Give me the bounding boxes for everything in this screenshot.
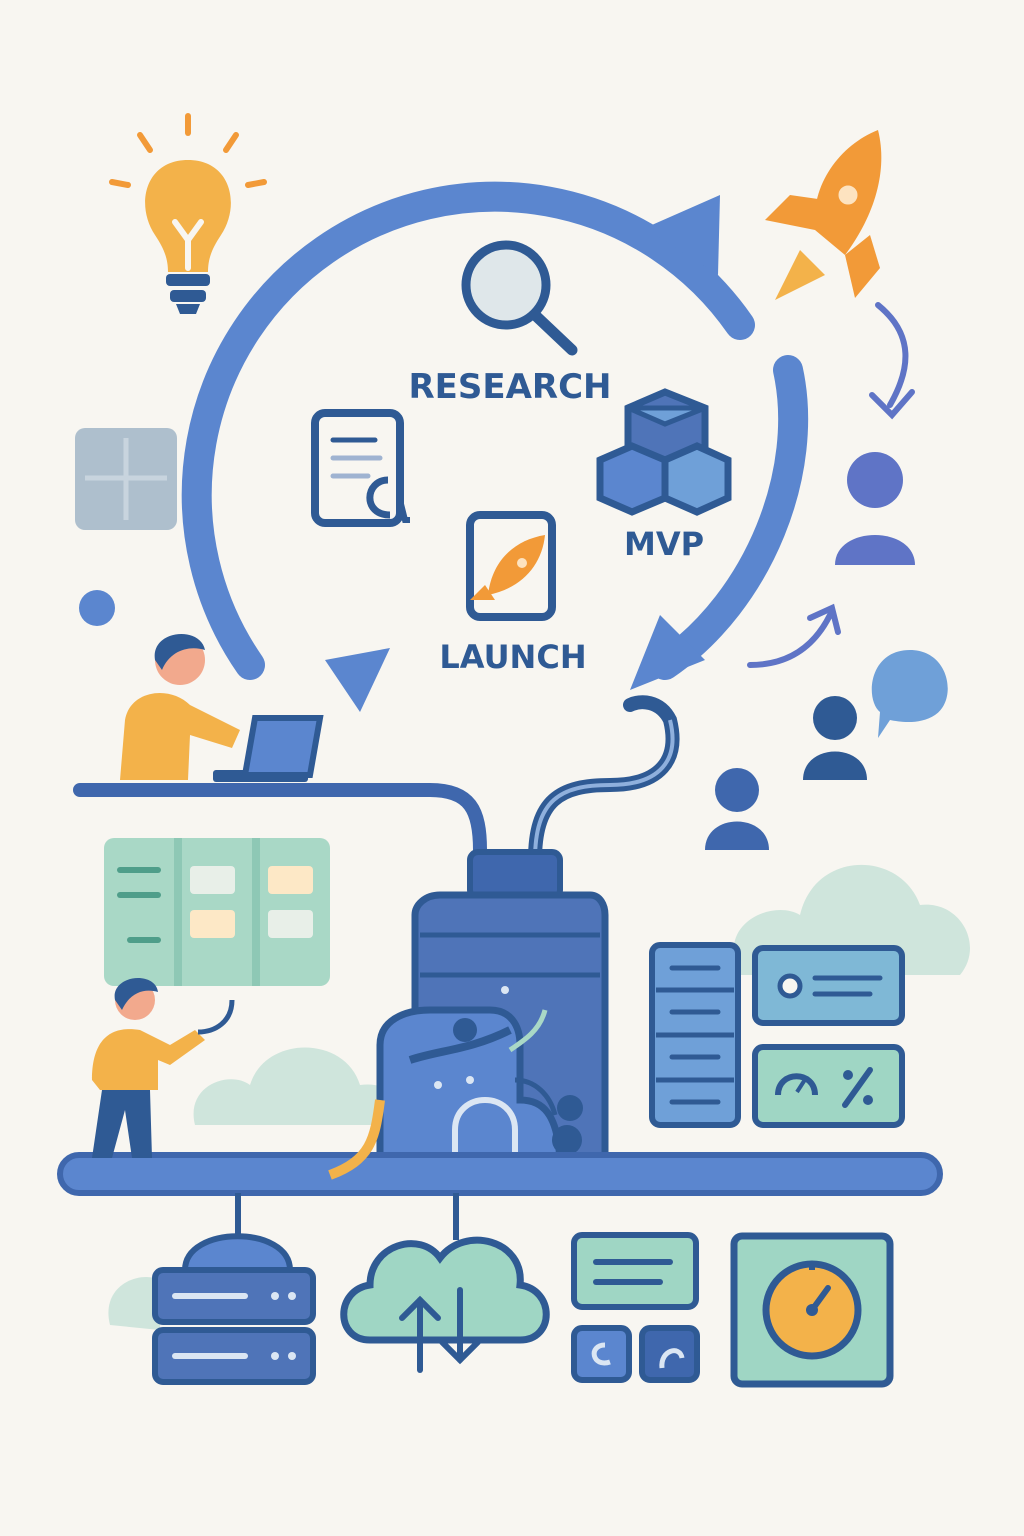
gauge-icon [730,1232,894,1388]
cycle-arc-right [650,355,809,680]
chat-bubble-icon [871,650,948,738]
user-icon [803,696,867,780]
cubes-icon [596,388,732,516]
central-machine [376,849,609,1174]
base-platform [57,1152,943,1196]
rocket-icon [765,130,882,300]
grid-tile-icon [75,428,177,530]
document-icon [311,409,410,527]
rocket-card-icon [466,511,556,621]
stage-label-mvp: MVP [624,525,704,563]
cycle-arrowhead-left [325,648,390,712]
user-icon [705,768,769,850]
person-at-laptop [120,633,324,782]
stage-label-research: RESEARCH [408,367,611,407]
curved-arrow-up [747,612,833,668]
curved-arrow-down [875,302,909,408]
cycle-arrowhead-bottom [630,615,705,690]
pipe-highlight [533,719,675,861]
lightbulb-icon [109,113,267,314]
kanban-board-icon [104,838,330,986]
arrowhead-up [807,603,841,635]
dashboard-card-icon [752,945,905,1026]
cycle-ring [181,181,809,712]
gauge-card-icon [752,1044,905,1128]
magnifier-icon [461,240,578,356]
decor-dot [79,590,115,626]
arrowhead-down [869,389,915,420]
pipe [528,695,680,867]
message-card-icon [571,1232,699,1310]
cloud-sync-icon [340,1236,550,1373]
server-stack-icon [152,1233,316,1385]
cycle-arc-main [181,181,755,680]
user-icon [835,452,915,565]
server-rack-icon [649,942,741,1128]
upper-shelf [73,783,487,857]
stage-label-launch: LAUNCH [439,638,586,676]
orange-cable [328,1099,385,1180]
person-with-device [92,978,235,1158]
cycle-arrowhead-top [645,195,720,275]
status-tile-icon [571,1325,700,1383]
